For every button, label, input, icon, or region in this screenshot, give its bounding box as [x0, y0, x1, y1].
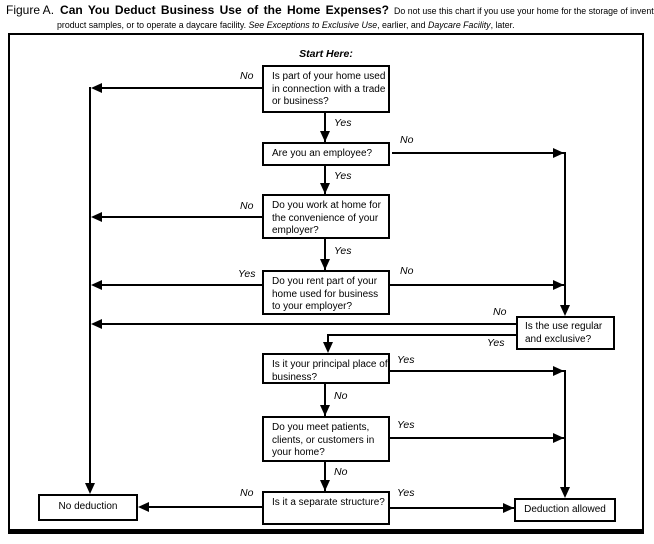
edge-left-merge-line — [89, 87, 91, 484]
arrowhead-into-q4-icon — [320, 259, 330, 270]
edge-q8-no-label: No — [240, 487, 254, 499]
arrowhead-q8-no-icon — [138, 502, 149, 512]
arrowhead-q6-yes-icon — [553, 366, 564, 376]
edge-q7-no-line — [324, 462, 326, 491]
edge-q5-yes-line-vertical — [327, 334, 329, 344]
edge-q2-yes-label: Yes — [334, 170, 352, 182]
figure-heading: Can You Deduct Business Use of the Home … — [60, 3, 389, 17]
node-no-deduction: No deduction — [38, 494, 138, 521]
edge-q2-no-line — [392, 152, 564, 154]
node-q5-regular-and-exclusive: Is the use regular and exclusive? — [516, 316, 615, 350]
edge-q5-no-line — [98, 323, 516, 325]
edge-q6-yes-label: Yes — [397, 354, 415, 366]
node-q3-work-at-home-convenience: Do you work at home for the convenience … — [262, 194, 390, 239]
figure-note-reference-exclusive-use: See Exceptions to Exclusive Use — [248, 20, 378, 30]
arrowhead-q4-no-icon — [553, 280, 564, 290]
arrowhead-q2-no-icon — [553, 148, 564, 158]
figure-label: Figure A. — [6, 3, 55, 17]
arrowhead-q4-yes-icon — [91, 280, 102, 290]
node-q1-home-used-for-business: Is part of your home used in connection … — [262, 65, 390, 113]
edge-q1-yes-label: Yes — [334, 117, 352, 129]
edge-q6-yes-line — [390, 370, 564, 372]
edge-q4-no-line — [390, 284, 564, 286]
arrowhead-q8-yes-icon — [503, 503, 514, 513]
edge-q6-no-label: No — [334, 390, 348, 402]
edge-q5-yes-line — [327, 334, 516, 336]
figure-note-text: Do not use this chart if you use your ho… — [57, 6, 654, 30]
edge-q8-no-line — [146, 506, 262, 508]
edge-q4-no-label: No — [400, 265, 414, 277]
arrowhead-into-q6-icon — [323, 342, 333, 353]
node-deduction-allowed: Deduction allowed — [514, 498, 616, 522]
node-q4-rent-to-employer: Do you rent part of your home used for b… — [262, 270, 390, 315]
edge-q2-no-label: No — [400, 134, 414, 146]
figure-note-reference-daycare-facility: Daycare Facility — [427, 20, 491, 30]
edge-q5-yes-label: Yes — [487, 337, 505, 349]
edge-q1-no-label: No — [240, 70, 254, 82]
edge-q7-no-label: No — [334, 466, 348, 478]
edge-q4-yes-line — [98, 284, 262, 286]
arrowhead-q1-no-icon — [91, 83, 102, 93]
edge-q8-yes-line — [390, 507, 514, 509]
edge-q4-yes-label: Yes — [238, 268, 256, 280]
arrowhead-into-q5-icon — [560, 305, 570, 316]
edge-q6-no-line — [324, 384, 326, 416]
arrowhead-into-no-deduction-icon — [85, 483, 95, 494]
edge-q2-yes-line — [324, 166, 326, 194]
edge-q8-yes-label: Yes — [397, 487, 415, 499]
edge-right-merge-line-lower — [564, 370, 566, 489]
arrowhead-into-q7-icon — [320, 405, 330, 416]
edge-q1-no-line — [98, 87, 262, 89]
arrowhead-into-q8-icon — [320, 480, 330, 491]
arrowhead-q3-no-icon — [91, 212, 102, 222]
arrowhead-q5-no-icon — [91, 319, 102, 329]
edge-q1-yes-line — [324, 113, 326, 142]
arrowhead-into-q3-icon — [320, 183, 330, 194]
node-q6-principal-place: Is it your principal place of business? — [262, 353, 390, 384]
node-q8-separate-structure: Is it a separate structure? — [262, 491, 390, 525]
edge-q3-no-label: No — [240, 200, 254, 212]
start-here-label: Start Here: — [299, 48, 353, 60]
figure-note: Do not use this chart if you use your ho… — [57, 6, 654, 30]
edge-q3-yes-line — [324, 239, 326, 270]
figure-note-text: , earlier, and — [377, 20, 428, 30]
figure-title: Figure A. Can You Deduct Business Use of … — [6, 3, 654, 31]
edge-q5-no-label: No — [493, 306, 507, 318]
node-q7-meet-patients-clients: Do you meet patients, clients, or custom… — [262, 416, 390, 462]
edge-q3-yes-label: Yes — [334, 245, 352, 257]
arrowhead-into-q2-icon — [320, 131, 330, 142]
node-q2-are-you-employee: Are you an employee? — [262, 142, 390, 166]
edge-q7-yes-line — [390, 437, 564, 439]
edge-q7-yes-label: Yes — [397, 419, 415, 431]
edge-right-merge-line-upper — [564, 152, 566, 307]
edge-q3-no-line — [98, 216, 262, 218]
figure-note-text: , later. — [490, 20, 515, 30]
arrowhead-into-deduction-allowed-icon — [560, 487, 570, 498]
arrowhead-q7-yes-icon — [553, 433, 564, 443]
